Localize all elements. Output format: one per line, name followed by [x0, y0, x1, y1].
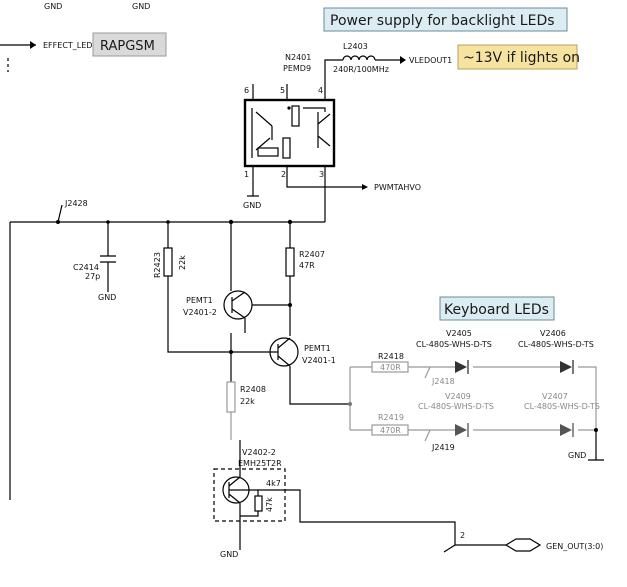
v2406-value: CL-480S-WHS-D-TS — [518, 340, 594, 349]
v2405-ref: V2405 — [446, 329, 472, 338]
r2419-ref: R2419 — [378, 413, 404, 422]
pin-4: 4 — [318, 86, 323, 95]
note-13v-box — [457, 44, 578, 70]
pin-2: 2 — [281, 170, 286, 179]
keyboard-leds-title-box — [439, 296, 555, 321]
r2418-ref: R2418 — [378, 352, 404, 361]
vledout-arrow — [400, 56, 406, 64]
pwmtahvo-label: PWMTAHVO — [374, 183, 421, 192]
r2423-resistor — [163, 222, 231, 353]
pemt1-a-ref: PEMT1 — [186, 296, 213, 305]
keyboard-led-network — [348, 360, 604, 461]
r2407-resistor — [285, 222, 295, 336]
c2414-value: 27p — [85, 272, 100, 281]
v2402-ref: V2402-2 — [242, 448, 276, 457]
c2414-ref: C2414 — [73, 263, 99, 272]
gen-out-label: GEN_OUT(3:0) — [546, 542, 603, 551]
rapgsm-box — [92, 32, 167, 57]
pemt1-b-value: V2401-1 — [302, 356, 336, 365]
r2423-ref: R2423 — [153, 252, 162, 278]
v2406-ref: V2406 — [540, 329, 566, 338]
gen-out-connector — [504, 538, 542, 552]
pin-1: 1 — [244, 170, 249, 179]
power-supply-title: Power supply for backlight LEDs — [330, 13, 555, 29]
note-13v: ~13V if lights on — [463, 50, 580, 66]
c2414-capacitor — [100, 222, 116, 292]
n2401-value: PEMD9 — [283, 64, 311, 73]
bus-index-label: 2 — [460, 531, 465, 540]
v2407-ref: V2407 — [542, 392, 568, 401]
pemt1-a-value: V2401-2 — [183, 308, 217, 317]
r2419-value: 470R — [380, 426, 401, 435]
r2418-value: 470R — [380, 363, 401, 372]
l2403-value: 240R/100MHz — [333, 65, 389, 74]
vledout-label: VLEDOUT1 — [409, 56, 452, 65]
transistor-v2401-2 — [223, 222, 290, 382]
n2401-ref: N2401 — [285, 53, 311, 62]
r2408-value: 22k — [240, 397, 255, 406]
r-47k-label: 47k — [265, 497, 274, 512]
transistor-v2402-2 — [222, 440, 506, 550]
l2403-coil — [342, 55, 376, 61]
r-4k7-label: 4k7 — [266, 479, 281, 488]
r2408-resistor — [226, 381, 236, 440]
transistor-v2401-1 — [231, 337, 350, 405]
pemt1-b-ref: PEMT1 — [304, 344, 331, 353]
pin-5: 5 — [280, 86, 285, 95]
gnd-n2401-label: GND — [243, 201, 261, 210]
n2401-internal-circuit — [251, 105, 331, 159]
r2408-ref: R2408 — [240, 385, 266, 394]
v2402-package — [213, 468, 286, 522]
pwmtahvo-arrow — [362, 184, 368, 190]
power-supply-title-box — [323, 7, 568, 32]
n2401-bottom-pins — [252, 166, 362, 222]
gnd-c2414-label: GND — [98, 293, 116, 302]
keyboard-leds-title: Keyboard LEDs — [444, 302, 549, 318]
j2428-label: J2428 — [64, 199, 88, 208]
v2409-ref: V2409 — [445, 392, 471, 401]
j2418-label: J2418 — [431, 377, 455, 386]
r2407-ref: R2407 — [299, 250, 325, 259]
rapgsm-label: RAPGSM — [100, 39, 155, 54]
v2409-value: CL-480S-WHS-D-TS — [418, 402, 494, 411]
gnd-bottom-label: GND — [220, 550, 238, 559]
v2402-value: EMH25T2R — [238, 459, 282, 468]
n2401-top-pins — [252, 84, 326, 100]
v2405-value: CL-480S-WHS-D-TS — [416, 340, 492, 349]
gnd-label-top-left: GND — [44, 2, 62, 11]
l2403-lead-left — [324, 59, 343, 84]
v2407-value: CL-480S-WHS-D-TS — [524, 402, 600, 411]
j2428-pointer — [57, 204, 63, 223]
effect-led-net — [0, 41, 36, 72]
r2407-value: 47R — [299, 261, 315, 270]
pin-6: 6 — [244, 86, 249, 95]
effect-led-label: EFFECT_LED — [43, 41, 92, 50]
bus-tap — [443, 544, 456, 553]
n2401-chip — [243, 98, 336, 168]
r2423-value: 22k — [178, 255, 187, 270]
gnd-label-top-mid: GND — [132, 2, 150, 11]
j2419-label: J2419 — [431, 443, 455, 452]
l2403-ref: L2403 — [343, 42, 368, 51]
gnd-right-label: GND — [568, 451, 586, 460]
pin-3: 3 — [319, 170, 324, 179]
